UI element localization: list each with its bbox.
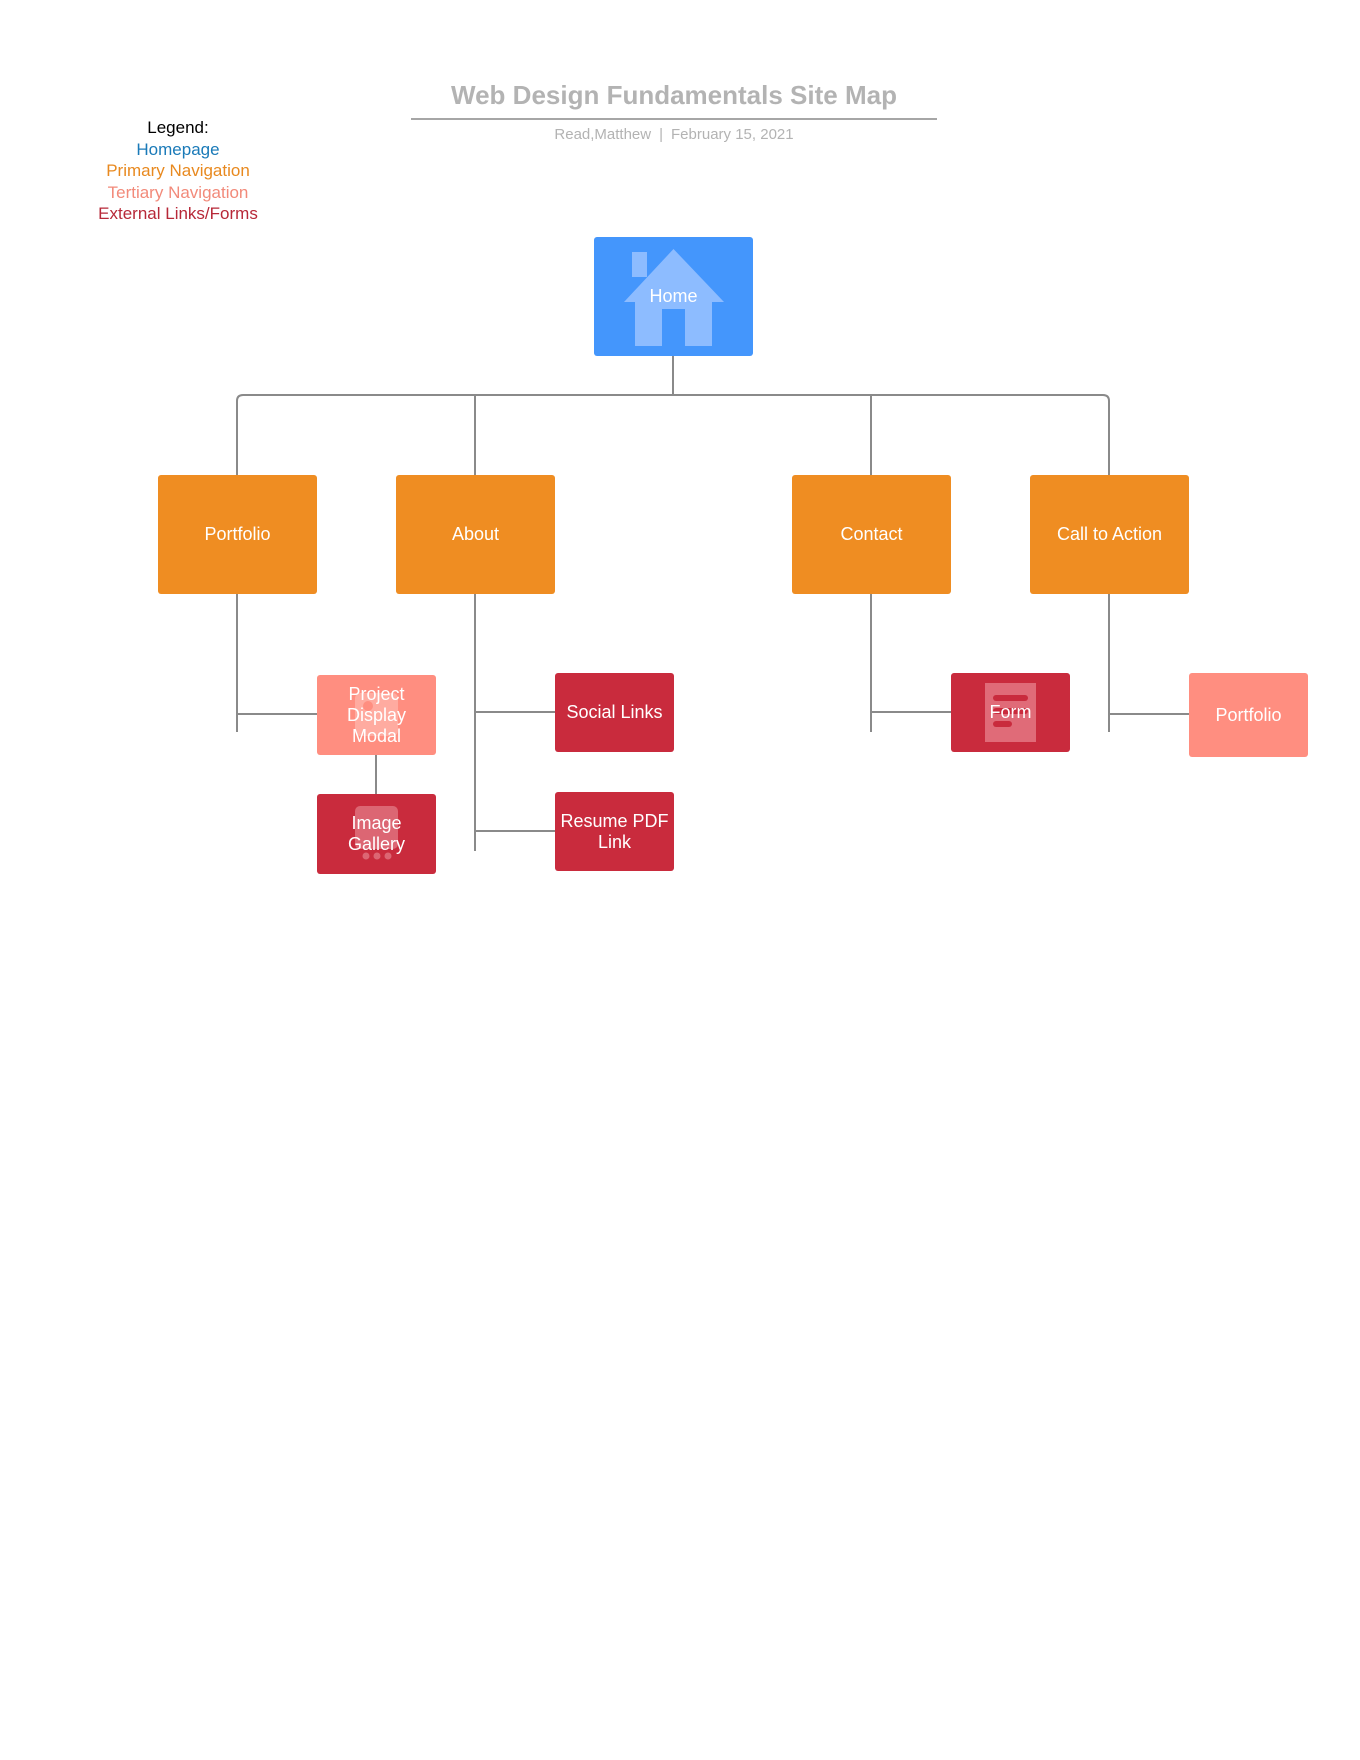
node-image-gallery[interactable]: Image Gallery bbox=[317, 794, 436, 874]
legend-item-tertiary-navigation: Tertiary Navigation bbox=[107, 182, 249, 202]
connector-portfolio-children bbox=[236, 594, 317, 732]
node-label: Portfolio bbox=[1215, 704, 1282, 725]
page-title: Web Design Fundamentals Site Map bbox=[451, 80, 897, 110]
title-divider bbox=[411, 118, 937, 120]
legend: Legend: Homepage Primary Navigation Tert… bbox=[78, 117, 278, 225]
image-icon bbox=[355, 693, 398, 736]
node-home[interactable]: Home bbox=[594, 237, 753, 356]
node-label: Contact bbox=[840, 524, 903, 544]
node-label: Portfolio bbox=[204, 524, 271, 544]
node-form[interactable]: Form bbox=[951, 673, 1070, 752]
legend-item-homepage: Homepage bbox=[136, 139, 220, 159]
connector-primary-bus bbox=[236, 394, 1110, 475]
node-label: Resume PDF Link bbox=[560, 810, 669, 852]
legend-item-external-links: External Links/Forms bbox=[98, 204, 258, 223]
node-portfolio-cta[interactable]: Portfolio bbox=[1189, 673, 1308, 757]
date: February 15, 2021 bbox=[671, 126, 794, 143]
legend-heading: Legend: bbox=[147, 118, 209, 137]
node-social-links[interactable]: Social Links bbox=[555, 673, 674, 752]
connector-contact-children bbox=[870, 594, 951, 732]
form-icon bbox=[985, 683, 1036, 742]
node-portfolio[interactable]: Portfolio bbox=[158, 475, 317, 594]
connector-cta-children bbox=[1108, 594, 1189, 732]
house-icon bbox=[624, 249, 724, 346]
author: Read,Matthew bbox=[554, 126, 652, 143]
node-contact[interactable]: Contact bbox=[792, 475, 951, 594]
legend-item-primary-navigation: Primary Navigation bbox=[106, 161, 250, 180]
node-label: Image Gallery bbox=[347, 813, 405, 854]
node-label: Call to Action bbox=[1056, 524, 1163, 544]
node-resume-pdf-link[interactable]: Resume PDF Link bbox=[555, 792, 674, 871]
connector-about-children bbox=[474, 594, 555, 851]
node-call-to-action[interactable]: Call to Action bbox=[1030, 475, 1189, 594]
node-project-display-modal[interactable]: Project Display Modal bbox=[317, 675, 436, 755]
node-label: Form bbox=[989, 702, 1032, 722]
node-about[interactable]: About bbox=[396, 475, 555, 594]
subtitle-separator: | bbox=[659, 126, 664, 143]
subtitle: Read,Matthew | February 15, 2021 bbox=[411, 126, 937, 143]
node-label: Social Links bbox=[566, 702, 663, 722]
gallery-icon bbox=[355, 806, 398, 860]
node-label: About bbox=[451, 524, 500, 544]
node-label: Project Display Modal bbox=[346, 683, 407, 746]
node-label: Home bbox=[649, 286, 698, 306]
